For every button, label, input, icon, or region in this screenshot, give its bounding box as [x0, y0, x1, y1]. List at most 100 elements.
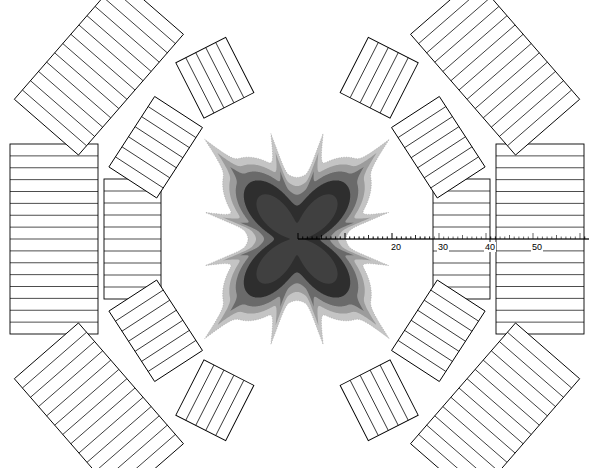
slat-line: [39, 351, 103, 407]
scale-tick: [316, 237, 317, 240]
slat-line: [435, 6, 499, 62]
slat-line: [148, 340, 196, 371]
slat-line: [451, 397, 515, 453]
slat-line: [491, 71, 555, 127]
slat-line: [55, 53, 119, 109]
slat-line: [459, 388, 523, 444]
slat-line: [370, 53, 398, 108]
slat-line: [55, 369, 119, 425]
scale-tick: [298, 233, 299, 239]
slat-line: [360, 48, 388, 103]
slat-line: [63, 44, 127, 100]
slat-line: [10, 191, 98, 192]
slat-line: [467, 379, 531, 435]
slat-line: [360, 375, 388, 430]
slat-line: [196, 53, 224, 108]
scale-tick: [514, 237, 515, 240]
scale-tick: [377, 237, 378, 240]
slat-block: [10, 144, 98, 334]
scale-number: 50: [531, 242, 543, 252]
slat-line: [433, 203, 490, 204]
scale-tick: [368, 235, 369, 239]
scale-tick: [420, 237, 421, 240]
slat-line: [22, 90, 86, 146]
scale-tick: [439, 233, 440, 239]
slat-line: [496, 215, 584, 216]
block-outline: [411, 0, 580, 155]
slat-line: [507, 90, 571, 146]
slat-line: [104, 251, 161, 252]
slat-block: [14, 323, 183, 468]
scale-tick: [518, 237, 519, 240]
slat-line: [496, 298, 584, 299]
slat-line: [115, 157, 163, 188]
scale-tick: [415, 235, 416, 239]
scale-tick: [542, 237, 543, 240]
slat-line: [104, 227, 161, 228]
slat-line: [10, 298, 98, 299]
slat-line: [496, 179, 584, 180]
block-outline: [176, 360, 254, 441]
slat-line: [411, 127, 459, 158]
scale-tick: [382, 237, 383, 240]
slat-line: [418, 137, 466, 168]
slat-line: [148, 107, 196, 138]
slat-line: [483, 360, 547, 416]
scale-number: 30: [437, 242, 449, 252]
slat-line: [104, 275, 161, 276]
slat-line: [10, 286, 98, 287]
slat-line: [30, 81, 94, 137]
scale-tick: [490, 237, 491, 240]
slat-line: [496, 191, 584, 192]
slat-line: [433, 215, 490, 216]
slat-block: [411, 0, 580, 155]
slat-line: [459, 34, 523, 90]
scale-tick: [486, 233, 487, 239]
scale-tick: [387, 237, 388, 240]
block-outline: [104, 179, 161, 299]
slat-block: [109, 280, 203, 381]
scale-tick: [443, 237, 444, 240]
slat-line: [418, 310, 466, 341]
block-outline: [392, 96, 486, 197]
slat-line: [419, 0, 483, 44]
scale-tick: [551, 237, 552, 240]
scale-tick: [302, 237, 303, 240]
slat-line: [63, 379, 127, 435]
scale-tick: [471, 237, 472, 240]
slat-line: [467, 44, 531, 100]
slat-line: [443, 407, 507, 463]
block-outline: [411, 323, 580, 468]
slat-line: [87, 407, 151, 463]
scale-tick: [368, 235, 369, 239]
slat-line: [10, 239, 98, 240]
slat-line: [47, 62, 111, 118]
slat-line: [10, 274, 98, 275]
slat-block: [340, 37, 418, 118]
scale-tick: [523, 237, 524, 240]
scale-tick: [476, 237, 477, 240]
slat-line: [443, 16, 507, 72]
slat-line: [104, 215, 161, 216]
slat-line: [496, 286, 584, 287]
slat-block: [392, 280, 486, 381]
slat-line: [398, 107, 446, 138]
scale-tick: [392, 233, 393, 239]
slat-line: [39, 71, 103, 127]
slat-line: [499, 342, 563, 398]
slat-line: [104, 263, 161, 264]
slat-line: [496, 310, 584, 311]
slat-block: [392, 96, 486, 197]
slat-line: [370, 370, 398, 425]
slat-line: [104, 239, 161, 240]
scale-tick: [561, 237, 562, 240]
slat-line: [10, 203, 98, 204]
scale-tick: [575, 237, 576, 240]
block-outline: [109, 96, 203, 197]
slat-line: [135, 320, 183, 351]
slat-line: [380, 58, 408, 113]
scale-tick: [424, 237, 425, 240]
slat-line: [496, 167, 584, 168]
slat-line: [405, 117, 453, 148]
